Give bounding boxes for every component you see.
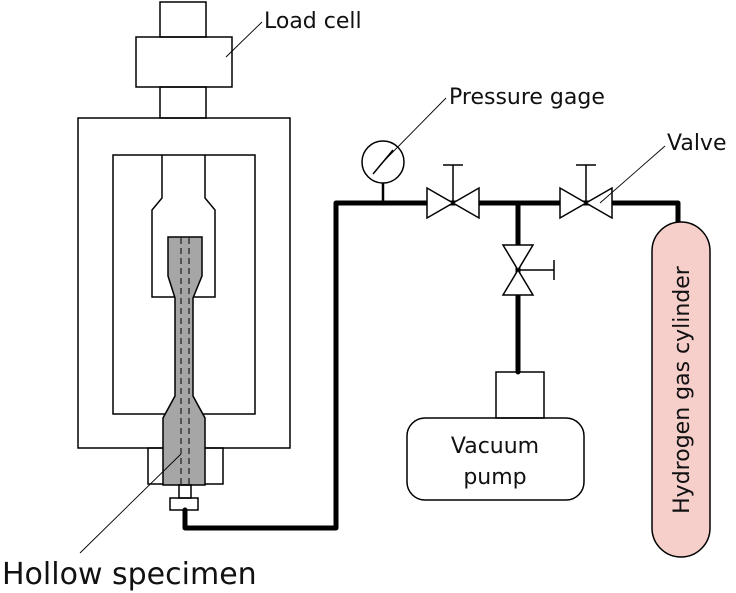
load-cell-leader: [225, 21, 263, 58]
valve-3: [501, 244, 555, 296]
vacuum-pump-body: [406, 417, 585, 501]
specimen-body: [162, 236, 206, 486]
vacuum-pump-neck: [495, 371, 545, 419]
valve-1: [426, 164, 480, 220]
hydrogen-gas-cylinder: Hydrogen gas cylinder: [651, 221, 711, 558]
vacuum-pump: Vacuum pump: [406, 371, 585, 501]
specimen-connector: [178, 484, 192, 499]
load-cell-top-rod: [159, 1, 207, 38]
load-cell-label: Load cell: [264, 9, 362, 34]
valve-leader: [599, 145, 666, 204]
load-cell-bottom-rod: [159, 86, 207, 119]
cylinder-label: Hydrogen gas cylinder: [670, 265, 695, 514]
vacuum-pump-label-line2: pump: [463, 465, 526, 490]
load-cell-body: [135, 36, 233, 88]
valve-label: Valve: [667, 131, 727, 156]
bottom-grip-right-block: [202, 447, 224, 485]
hollow-specimen: [162, 236, 206, 511]
cylinder-body: [651, 221, 711, 558]
pressure-gage-label: Pressure gage: [449, 85, 605, 110]
hollow-specimen-label: Hollow specimen: [2, 557, 257, 592]
vacuum-pump-label-line1: Vacuum: [451, 434, 539, 459]
pressure-gage-leader: [382, 97, 447, 163]
hollow-specimen-leader: [79, 453, 182, 554]
valve-2: [559, 164, 613, 220]
gas-piping: [182, 183, 681, 531]
pipe-main: [182, 200, 681, 531]
